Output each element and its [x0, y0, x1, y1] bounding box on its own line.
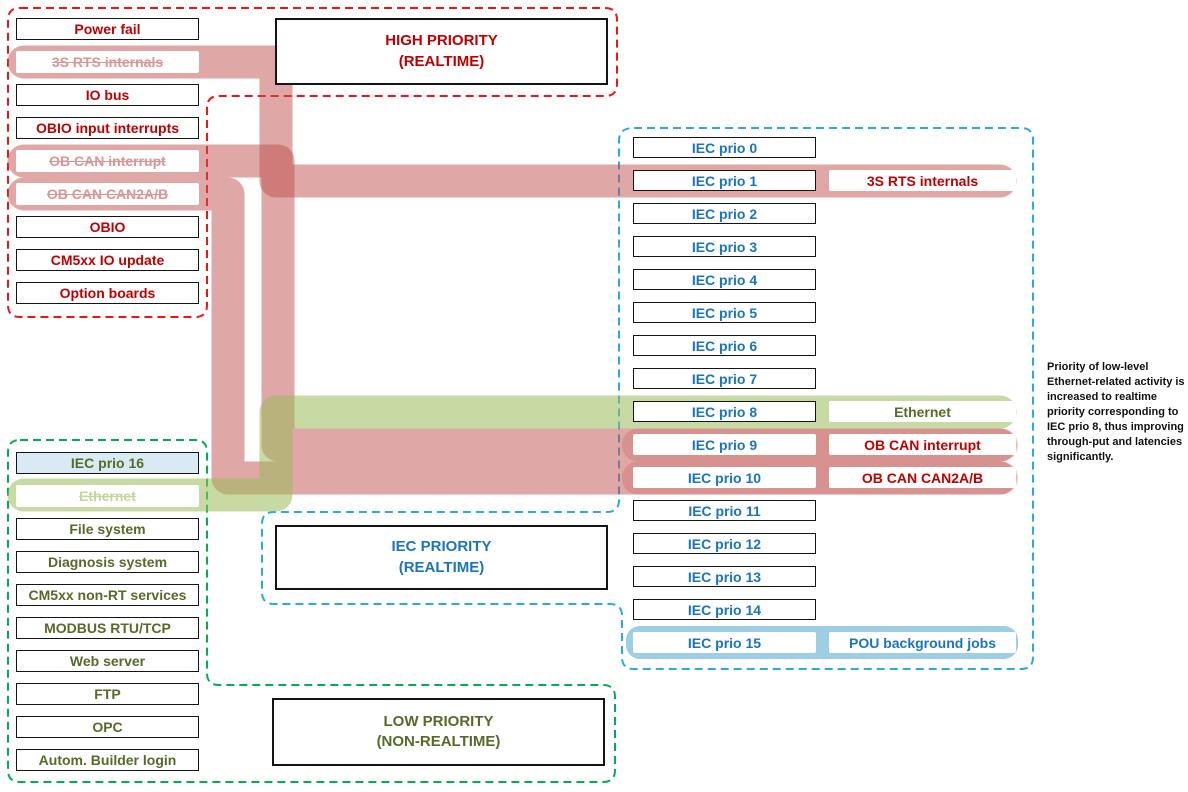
iec-row-iec-prio-11: IEC prio 11: [633, 500, 816, 521]
iec-row-iec-prio-14: IEC prio 14: [633, 599, 816, 620]
high-priority-group-outline: [7, 7, 618, 318]
iec-attachment-pou-background-jobs: POU background jobs: [829, 632, 1016, 653]
iec-attachment-ob-can-can2a-b: OB CAN CAN2A/B: [829, 467, 1016, 488]
iec-row-iec-prio-2: IEC prio 2: [633, 203, 816, 224]
lp-item-web-server: Web server: [16, 650, 199, 672]
hp-item-ob-can-interrupt: OB CAN interrupt: [16, 150, 199, 172]
lp-item-cm5xx-non-rt-services: CM5xx non-RT services: [16, 584, 199, 606]
iec-priority-group-outline: [261, 127, 1034, 670]
lp-item-ftp: FTP: [16, 683, 199, 705]
iec-attachment-3s-rts-internals: 3S RTS internals: [829, 170, 1016, 191]
lp-item-file-system: File system: [16, 518, 199, 540]
lp-item-ethernet: Ethernet: [16, 485, 199, 507]
hp-item-ob-can-can2a-b: OB CAN CAN2A/B: [16, 183, 199, 205]
iec-attachment-ethernet: Ethernet: [829, 401, 1016, 422]
iec-row-iec-prio-6: IEC prio 6: [633, 335, 816, 356]
hp-item-option-boards: Option boards: [16, 282, 199, 304]
iec-row-iec-prio-1: IEC prio 1: [633, 170, 816, 191]
lp-item-modbus-rtu-tcp: MODBUS RTU/TCP: [16, 617, 199, 639]
hp-item-io-bus: IO bus: [16, 84, 199, 106]
hp-item-cm5xx-io-update: CM5xx IO update: [16, 249, 199, 271]
hp-item-obio-input-interrupts: OBIO input interrupts: [16, 117, 199, 139]
iec-row-iec-prio-5: IEC prio 5: [633, 302, 816, 323]
lp-item-diagnosis-system: Diagnosis system: [16, 551, 199, 573]
iec-row-iec-prio-4: IEC prio 4: [633, 269, 816, 290]
hp-item-power-fail: Power fail: [16, 18, 199, 40]
iec-priority-title-box: IEC PRIORITY (REALTIME): [275, 525, 608, 590]
high-priority-title-box: HIGH PRIORITY (REALTIME): [275, 18, 608, 85]
iec-attachment-ob-can-interrupt: OB CAN interrupt: [829, 434, 1016, 455]
low-priority-group-outline: [7, 439, 616, 783]
iec-row-iec-prio-12: IEC prio 12: [633, 533, 816, 554]
iec-row-iec-prio-7: IEC prio 7: [633, 368, 816, 389]
low-priority-title-box: LOW PRIORITY (NON-REALTIME): [272, 698, 605, 766]
annotation-note: Priority of low-level Ethernet-related a…: [1047, 361, 1185, 463]
iec-row-iec-prio-3: IEC prio 3: [633, 236, 816, 257]
iec-row-iec-prio-10: IEC prio 10: [633, 467, 816, 488]
iec-row-iec-prio-8: IEC prio 8: [633, 401, 816, 422]
lp-item-autom-builder-login: Autom. Builder login: [16, 749, 199, 771]
hp-item-3s-rts-internals: 3S RTS internals: [16, 51, 199, 73]
lp-item-iec-prio-16: IEC prio 16: [16, 452, 199, 474]
lp-item-opc: OPC: [16, 716, 199, 738]
iec-row-iec-prio-9: IEC prio 9: [633, 434, 816, 455]
iec-row-iec-prio-0: IEC prio 0: [633, 137, 816, 158]
iec-row-iec-prio-13: IEC prio 13: [633, 566, 816, 587]
hp-item-obio: OBIO: [16, 216, 199, 238]
iec-row-iec-prio-15: IEC prio 15: [633, 632, 816, 653]
